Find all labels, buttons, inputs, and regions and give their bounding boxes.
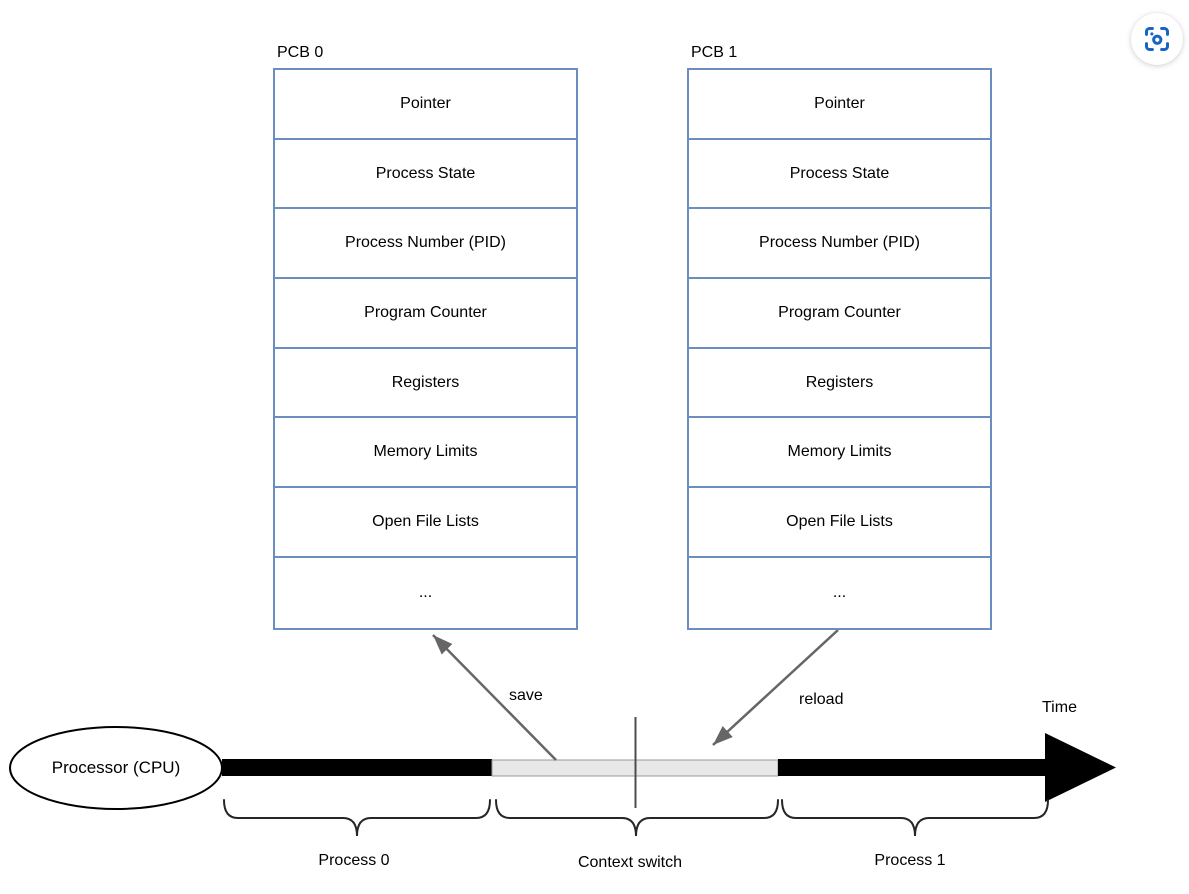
pcb1-row-process-number: Process Number (PID) — [689, 209, 990, 280]
pcb0-row-process-state: Process State — [275, 140, 576, 210]
pcb0-row-registers: Registers — [275, 349, 576, 419]
screenshot-search-button[interactable] — [1131, 13, 1183, 65]
time-label: Time — [1042, 699, 1077, 716]
timeline-bar-process0 — [222, 759, 492, 776]
pcb1-row-registers: Registers — [689, 349, 990, 419]
process0-brace — [223, 799, 491, 837]
pcb0-row-memory-limits: Memory Limits — [275, 418, 576, 489]
pcb0-row-open-file-lists: Open File Lists — [275, 488, 576, 558]
pcb1-row-program-counter: Program Counter — [689, 279, 990, 349]
save-label: save — [509, 687, 543, 704]
pcb0-row-process-number: Process Number (PID) — [275, 209, 576, 280]
process0-label: Process 0 — [318, 852, 390, 869]
context-switch-brace — [495, 799, 779, 837]
reload-arrow — [712, 629, 839, 746]
timeline-bar-process1 — [778, 759, 1045, 776]
pcb1-title: PCB 1 — [691, 44, 738, 61]
reload-label: reload — [799, 691, 844, 708]
context-switch-label: Context switch — [577, 854, 683, 871]
cpu-label: Processor (CPU) — [51, 758, 181, 777]
pcb0-block: PCB 0 Pointer Process State Process Numb… — [273, 38, 578, 630]
pcb1-row-pointer: Pointer — [689, 70, 990, 140]
pcb0-row-pointer: Pointer — [275, 70, 576, 140]
pcb1-row-ellipsis: ... — [832, 583, 847, 601]
screenshot-lens-icon — [1145, 27, 1169, 51]
pcb0-row-program-counter: Program Counter — [275, 279, 576, 349]
pcb0-row-ellipsis: ... — [418, 583, 433, 601]
timeline-bar-context-switch — [491, 759, 779, 777]
pcb1-block: PCB 1 Pointer Process State Process Numb… — [687, 38, 992, 630]
time-arrowhead — [1045, 733, 1116, 802]
pcb1-row-open-file-lists: Open File Lists — [689, 488, 990, 558]
pcb1-table: Pointer Process State Process Number (PI… — [687, 68, 992, 630]
pcb1-row-process-state: Process State — [689, 140, 990, 210]
pcb0-title: PCB 0 — [277, 44, 324, 61]
pcb0-table: Pointer Process State Process Number (PI… — [273, 68, 578, 630]
pcb1-row-memory-limits: Memory Limits — [689, 418, 990, 489]
process1-label: Process 1 — [874, 852, 946, 869]
process1-brace — [781, 799, 1049, 837]
